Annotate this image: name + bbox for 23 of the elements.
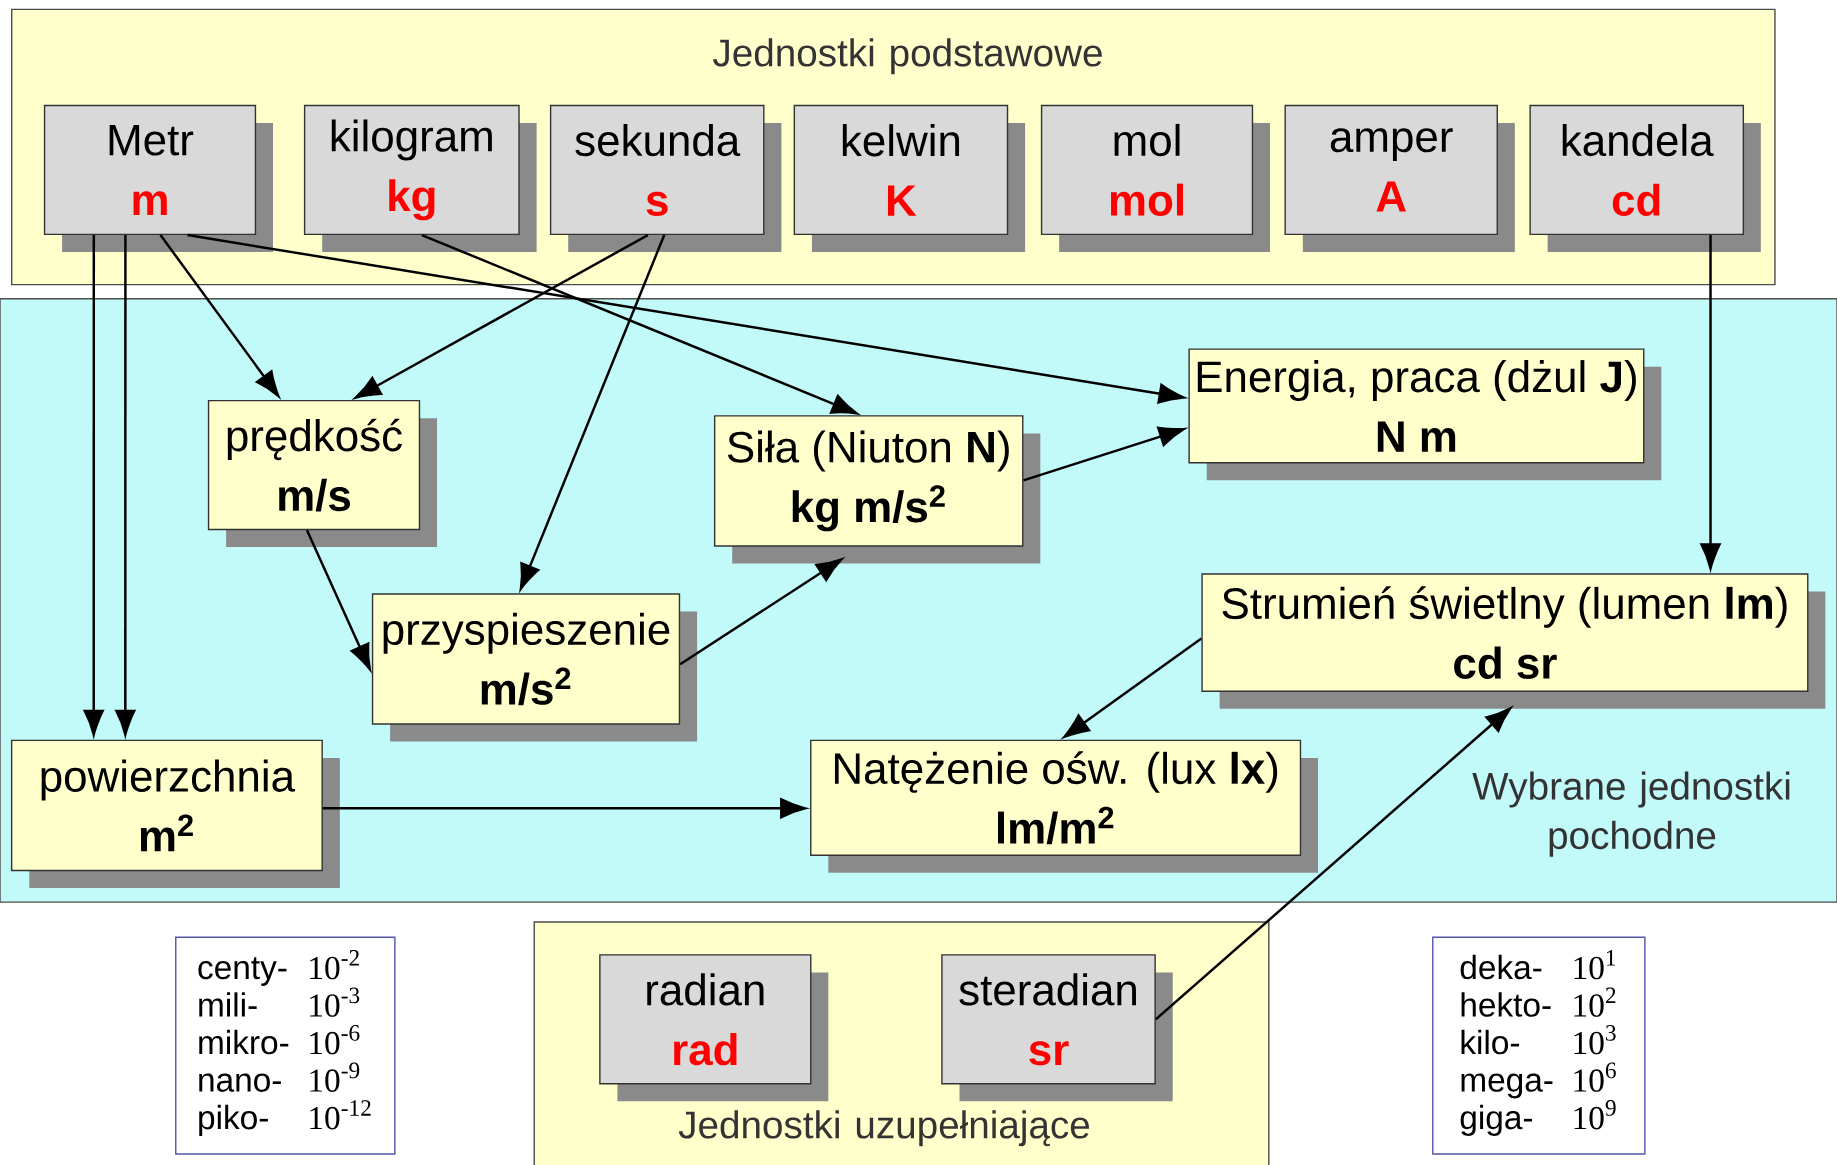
unit-box: sekunda s (549, 104, 782, 252)
unit-box: kilogram kg (303, 104, 537, 252)
unit-box: Natężenie ośw. (lux lx) lm/m$^{2}$ (810, 739, 1318, 873)
unit-box: Energia, praca (dżul J) N m (1188, 348, 1662, 481)
prefix-table: centy- 10$^{-2}$ mili- 10$^{-3}$ mikro- 10$^{-6}$ nano- 10$^{-9}$ piko- 10$^{-12}$ (175, 936, 396, 1155)
arrow (305, 529, 371, 671)
arrow (679, 558, 843, 666)
unit-box: kandela cd (1529, 104, 1761, 252)
arrow (159, 234, 280, 398)
unit-box: mol mol (1040, 104, 1270, 252)
unit-box: Metr m (43, 104, 273, 252)
prefix-table: deka- 10$^{1}$ hekto- 10$^{2}$ kilo- 10$^{3}$ mega- 10$^{6}$ giga- 10$^{9}$ (1432, 936, 1646, 1155)
unit-box: amper A (1284, 104, 1515, 252)
unit-box: Strumień świetlny (lumen lm) cd sr (1201, 573, 1826, 709)
arrow (322, 798, 807, 819)
unit-box: powierzchnia m$^{2}$ (10, 739, 340, 888)
unit-box: kelwin K (793, 104, 1026, 252)
arrow (1155, 707, 1512, 1021)
unit-box: radian rad (599, 954, 829, 1102)
unit-box: steradian sr (941, 954, 1173, 1102)
unit-box: Siła (Niuton N) kg m/s$^{2}$ (713, 415, 1041, 564)
unit-box: prędkość m/s (207, 399, 437, 548)
unit-box: przyspieszenie m/s$^{2}$ (371, 593, 698, 742)
